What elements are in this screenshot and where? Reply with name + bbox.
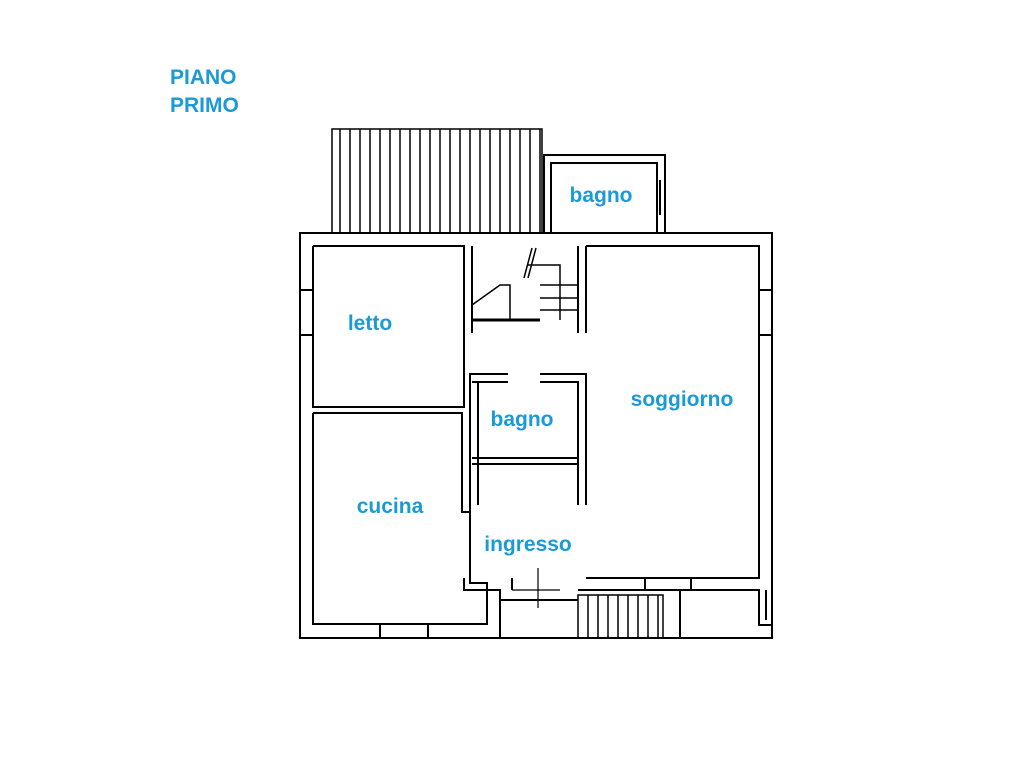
soggiorno-inner-wall [586,245,760,579]
window-cucina [379,623,429,639]
bagno-center-inner-right [540,381,579,505]
stair-turn [471,284,511,320]
stair-break-2 [527,247,537,279]
floor-title-line2: PRIMO [170,94,239,117]
bagno-center-wall-right [540,373,587,505]
room-label-bagno-top: bagno [570,184,633,207]
stair-flight [528,264,561,320]
letto-inner-wall [312,245,465,408]
room-label-cucina: cucina [357,495,424,518]
entrance-door [512,568,560,608]
bagno-center-wall [469,373,508,512]
window-soggiorno [758,289,773,336]
window-soggiorno-bottom [644,577,692,591]
terrace-hatch [331,128,543,234]
bottom-step-wall [578,589,681,639]
inner-staircase [471,247,578,322]
room-labels: bagno letto soggiorno bagno cucina ingre… [348,184,733,556]
walls [299,154,773,639]
terrace-outline [331,128,543,234]
entrance-wall [463,578,578,639]
front-steps-outline [577,594,664,639]
bagno-top-inner [550,162,658,233]
room-label-letto: letto [348,312,392,335]
window-letto [299,289,314,336]
room-label-soggiorno: soggiorno [631,388,734,411]
room-label-bagno-center: bagno [491,408,554,431]
floor-title: PIANO PRIMO [170,64,239,120]
room-label-ingresso: ingresso [484,533,572,556]
bagno-top-wall [543,154,666,233]
floor-title-line1: PIANO [170,66,237,89]
stair-break-1 [523,247,533,279]
front-steps [577,594,664,639]
cucina-inner-wall [312,412,488,625]
right-bottom-wall [680,589,773,638]
terrace-lines [339,129,541,233]
